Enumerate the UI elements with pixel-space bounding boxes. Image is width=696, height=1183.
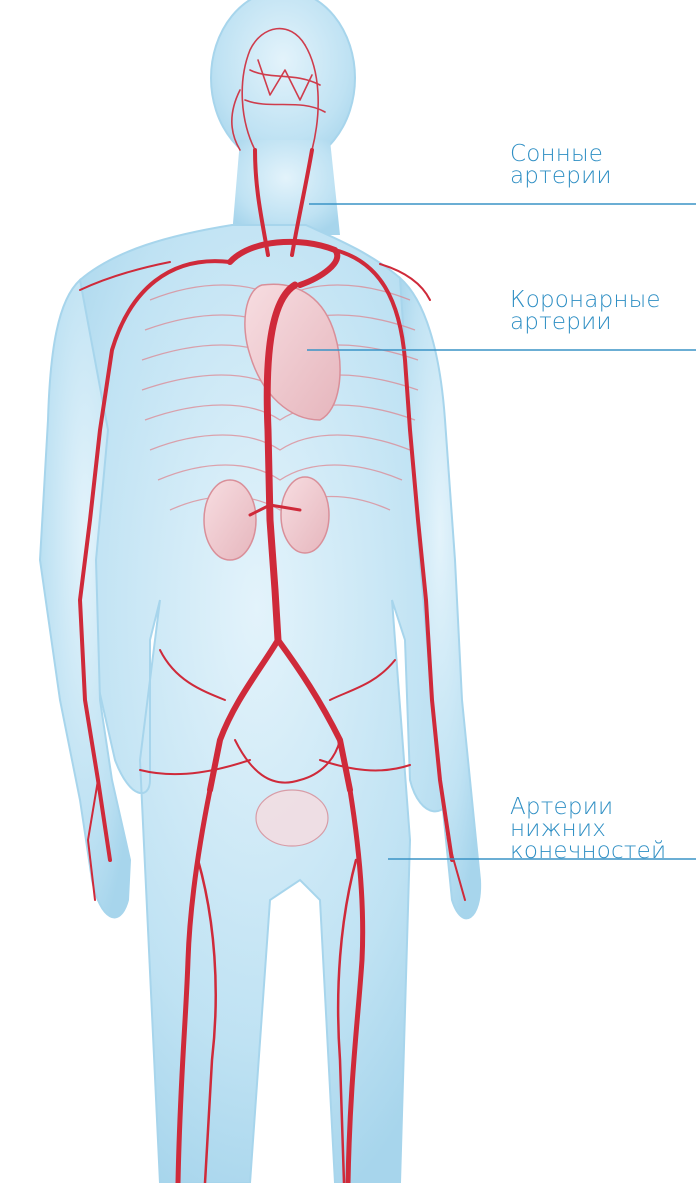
label-line: артерии: [510, 165, 612, 187]
neck: [232, 140, 340, 235]
right-kidney: [281, 477, 329, 553]
label-line: Коронарные: [510, 289, 661, 311]
label-line: нижних: [510, 818, 666, 840]
label-line: Сонные: [510, 143, 612, 165]
carotid-arteries-label: Сонные артерии: [510, 143, 612, 187]
human-body-silhouette: [40, 0, 480, 1183]
coronary-arteries-label: Коронарные артерии: [510, 289, 661, 333]
left-kidney: [204, 480, 256, 560]
label-line: Артерии: [510, 796, 666, 818]
label-line: артерии: [510, 311, 661, 333]
bladder: [256, 790, 328, 846]
label-line: конечностей: [510, 840, 666, 862]
lower-limb-arteries-label: Артерии нижних конечностей: [510, 796, 666, 862]
